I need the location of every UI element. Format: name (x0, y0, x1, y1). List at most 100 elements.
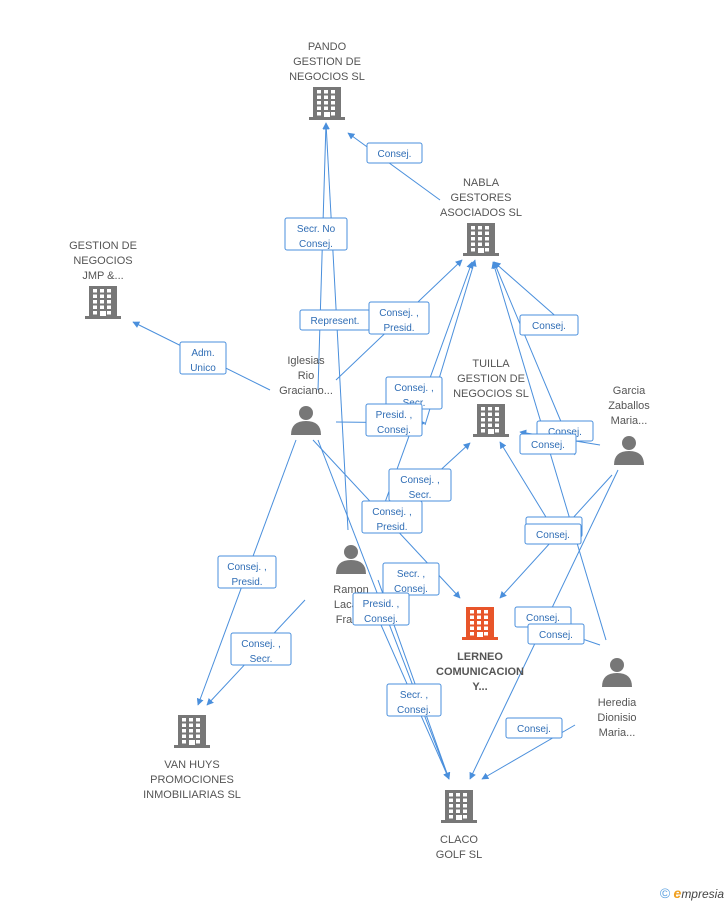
node-label-line: COMUNICACION (436, 666, 524, 678)
edge-label-e12[interactable]: Consej. , Presid. (361, 500, 423, 534)
edge-label-text: Consej. (536, 530, 570, 541)
edge-label-line: Consej. (299, 239, 333, 250)
copyright-icon: © (659, 885, 671, 901)
node-label-line: GOLF SL (436, 849, 482, 861)
edge-label-e1[interactable]: Consej. (366, 142, 423, 164)
person-icon[interactable] (291, 406, 321, 435)
edge-label-e22[interactable]: Consej. (505, 717, 563, 739)
edge-label-line: Presid. (231, 577, 262, 588)
edge-label-text: Adm.Unico (190, 348, 216, 374)
company-building-icon[interactable] (463, 223, 499, 256)
node-label-line: CLACO (440, 834, 478, 846)
edge-label-line: Secr. (250, 654, 273, 665)
brand-name: mpresia (681, 887, 724, 901)
brand-footer: © empresia (660, 885, 724, 901)
edge-label-line: Consej. , (394, 383, 433, 394)
edge-label-line: Presid. (376, 522, 407, 533)
edge-label-line: Presid. , (376, 410, 413, 421)
edge-label-text: Presid. ,Consej. (363, 599, 400, 625)
edge-label-e6[interactable]: Consej. (519, 314, 579, 336)
edge-label-e21[interactable]: Secr. ,Consej. (386, 683, 442, 717)
edge-label-e17[interactable]: Presid. ,Consej. (352, 592, 410, 626)
edge-label-line: Consej. (378, 149, 412, 160)
edge-labels: Consej. Secr. No Consej. Represent. Consej. … (179, 142, 594, 739)
person-icon[interactable] (602, 658, 632, 687)
edge-label-line: Secr. (409, 490, 432, 501)
edge-label-text: Secr. No Consej. (297, 224, 336, 250)
edge-label-line: Consej. (394, 584, 428, 595)
node-label[interactable]: CLACO GOLF SL (436, 834, 482, 861)
node-label-line: GESTION DE (457, 373, 525, 385)
node-label-line: Zaballos (608, 400, 650, 412)
company-building-icon[interactable] (441, 790, 477, 823)
edge-label-text: Consej. , Presid. (379, 308, 418, 334)
edge-label-e20[interactable]: Consej. ,Secr. (230, 632, 292, 666)
edge-label-e10[interactable]: Consej. (519, 433, 577, 455)
edge-label-e14[interactable]: Consej. (524, 523, 582, 545)
node-label-line: JMP &... (82, 270, 123, 282)
edge-label-text: Secr. , Consej. (394, 569, 428, 595)
node-claco[interactable]: CLACO GOLF SL (436, 790, 482, 861)
edge-label-line: Unico (190, 363, 216, 374)
node-label-line: Y... (472, 681, 487, 693)
company-building-icon[interactable] (85, 286, 121, 319)
node-label-line: TUILLA (472, 358, 510, 370)
edge-label-e16[interactable]: Secr. , Consej. (382, 562, 440, 596)
node-label-line: ASOCIADOS SL (440, 207, 522, 219)
edge-line (347, 132, 441, 201)
node-label-line: GESTION DE (293, 56, 361, 68)
edge-label-e4[interactable]: Consej. , Presid. (368, 301, 430, 335)
node-label-line: Heredia (598, 697, 637, 709)
edge-line (493, 261, 561, 321)
edge-label-e8[interactable]: Presid. ,Consej. (365, 403, 423, 437)
edge-label-line: Secr. , (397, 569, 425, 580)
company-building-icon[interactable] (309, 87, 345, 120)
edge-label-line: Consej. (548, 427, 582, 438)
edge-label-e3[interactable]: Represent. (299, 309, 371, 331)
person-icon[interactable] (614, 436, 644, 465)
edge-label-text: Consej. (517, 724, 551, 735)
edge-line (317, 122, 330, 391)
node-label-line: Maria... (611, 415, 648, 427)
node-label-line: Dionisio (597, 712, 636, 724)
edge-label-text: Represent. (311, 316, 360, 327)
edge-label-line: Secr. No (297, 224, 336, 235)
company-building-icon[interactable] (473, 404, 509, 437)
edge-label-line: Consej. , (372, 507, 411, 518)
edge-label-e5[interactable]: Adm.Unico (179, 341, 227, 375)
edge-label-e2[interactable]: Secr. No Consej. (284, 217, 348, 251)
edge-label-e15[interactable]: Consej. ,Presid. (217, 555, 277, 589)
company-building-icon[interactable] (174, 715, 210, 748)
node-label-line: Maria... (599, 727, 636, 739)
person-icon[interactable] (336, 545, 366, 574)
edge-label-e11[interactable]: Consej. ,Secr. (388, 468, 452, 502)
edge-label-e19[interactable]: Consej. (527, 623, 585, 645)
node-label-line: VAN HUYS (164, 759, 219, 771)
edge-label-line: Consej. (539, 630, 573, 641)
edge-label-line: Consej. (517, 724, 551, 735)
main-company-building-icon[interactable] (462, 607, 498, 640)
edge-label-line: Presid. (383, 323, 414, 334)
edge-label-line: Consej. , (379, 308, 418, 319)
node-label-line: NABLA (463, 177, 500, 189)
